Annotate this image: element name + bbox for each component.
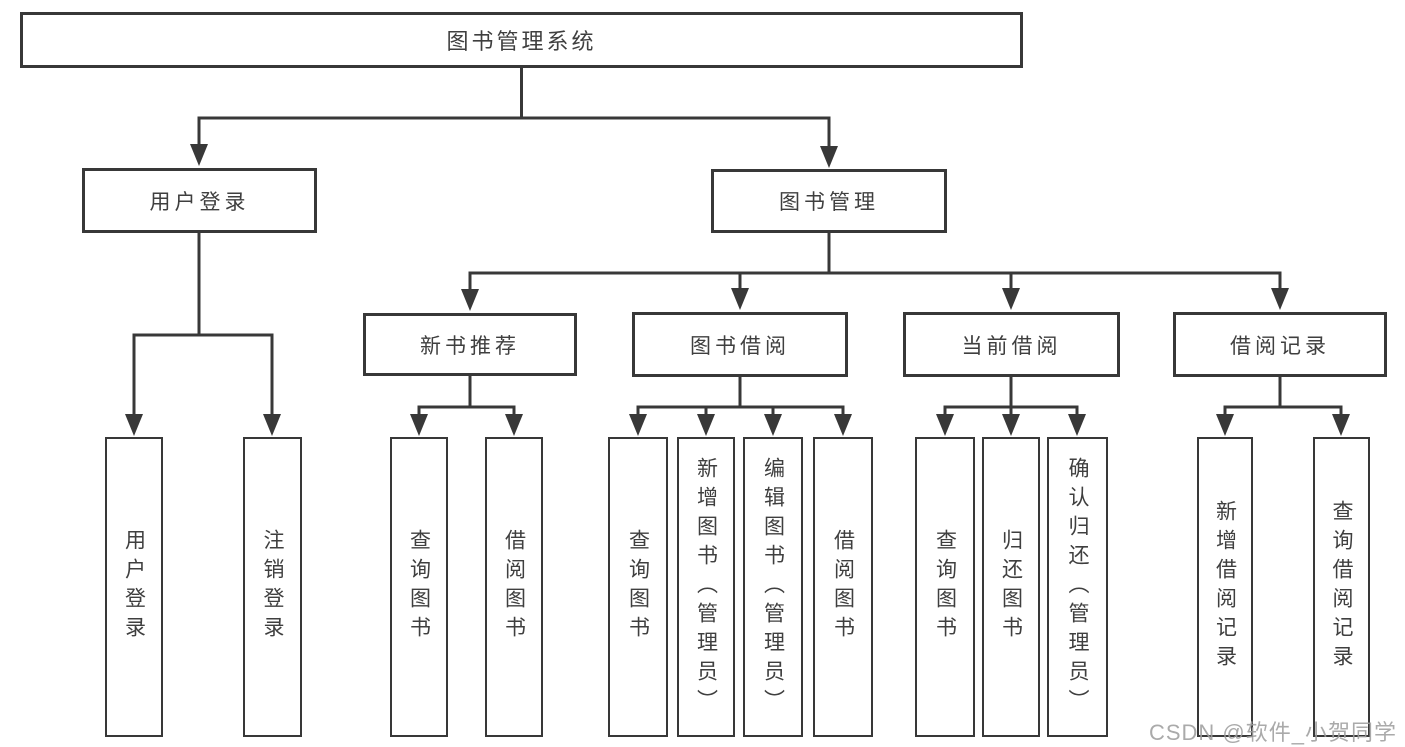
- node-book-borrowing-label: 图书借阅: [690, 334, 790, 358]
- node-root-label: 图书管理系统: [446, 29, 597, 54]
- leaf-add-book-admin: 新增图书（管理员）: [677, 437, 735, 737]
- leaf-return-book-label: 归还图书: [999, 529, 1023, 645]
- leaf-logout: 注销登录: [243, 437, 302, 737]
- leaf-query-books-borrowing-label: 查询图书: [626, 529, 650, 645]
- watermark: CSDN @软件_小贺同学: [1148, 720, 1397, 745]
- leaf-borrow-books-recommend-label: 借阅图书: [502, 529, 526, 645]
- leaf-borrow-books-borrowing-label: 借阅图书: [831, 529, 855, 645]
- leaf-query-borrow-record-label: 查询借阅记录: [1330, 500, 1353, 674]
- leaf-add-book-admin-label: 新增图书（管理员）: [694, 456, 718, 718]
- leaf-query-books-recommend: 查询图书: [390, 437, 448, 737]
- leaf-query-books-current-label: 查询图书: [933, 529, 957, 645]
- node-book-borrowing: 图书借阅: [632, 312, 848, 377]
- arrowheads: [125, 144, 1350, 436]
- leaf-edit-book-admin: 编辑图书（管理员）: [743, 437, 803, 737]
- leaf-confirm-return-admin: 确认归还（管理员）: [1047, 437, 1108, 737]
- leaf-edit-book-admin-label: 编辑图书（管理员）: [761, 456, 785, 718]
- node-book-management: 图书管理: [711, 169, 947, 233]
- leaf-add-borrow-record: 新增借阅记录: [1197, 437, 1253, 737]
- node-book-management-label: 图书管理: [779, 191, 879, 214]
- leaf-confirm-return-admin-label: 确认归还（管理员）: [1066, 456, 1089, 718]
- leaf-user-login-label: 用户登录: [122, 529, 146, 645]
- leaf-query-books-current: 查询图书: [915, 437, 975, 737]
- node-borrowing-records-label: 借阅记录: [1230, 334, 1330, 358]
- leaf-return-book: 归还图书: [982, 437, 1040, 737]
- node-current-borrowing-label: 当前借阅: [961, 334, 1062, 358]
- node-new-book-recommend: 新书推荐: [363, 313, 577, 376]
- node-borrowing-records: 借阅记录: [1173, 312, 1387, 377]
- leaf-add-borrow-record-label: 新增借阅记录: [1213, 500, 1237, 674]
- node-user-login-label: 用户登录: [149, 190, 250, 214]
- leaf-query-borrow-record: 查询借阅记录: [1313, 437, 1370, 737]
- leaf-logout-label: 注销登录: [261, 529, 284, 645]
- node-root: 图书管理系统: [20, 12, 1023, 68]
- leaf-user-login: 用户登录: [105, 437, 163, 737]
- node-user-login: 用户登录: [82, 168, 317, 233]
- leaf-query-books-borrowing: 查询图书: [608, 437, 668, 737]
- node-new-book-recommend-label: 新书推荐: [420, 334, 520, 358]
- leaf-borrow-books-borrowing: 借阅图书: [813, 437, 873, 737]
- node-current-borrowing: 当前借阅: [903, 312, 1120, 377]
- leaf-borrow-books-recommend: 借阅图书: [485, 437, 543, 737]
- leaf-query-books-recommend-label: 查询图书: [407, 529, 431, 645]
